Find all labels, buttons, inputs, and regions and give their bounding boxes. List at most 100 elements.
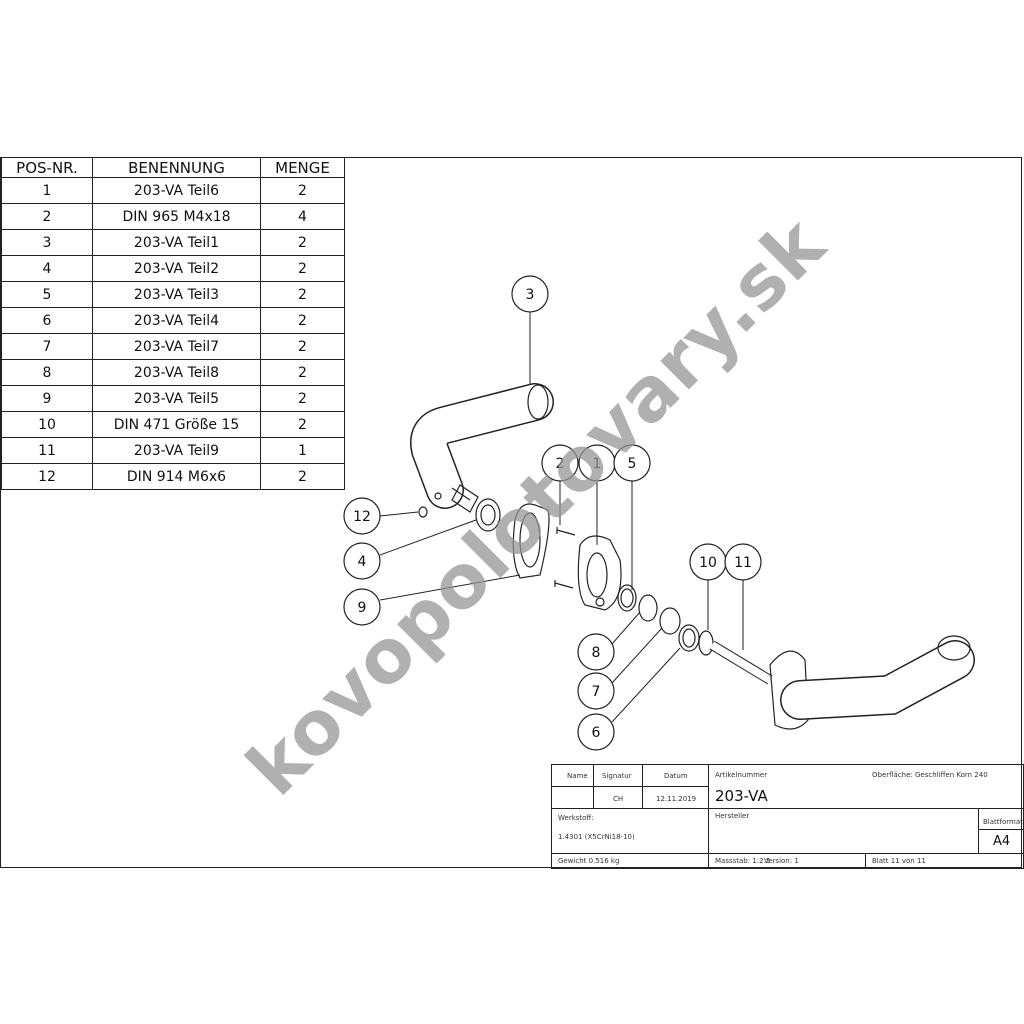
signatur-label: Signatur	[602, 772, 632, 780]
bom-cell-benennung: DIN 914 M6x6	[92, 463, 261, 490]
balloon: 4	[343, 542, 381, 580]
bom-cell-benennung: 203-VA Teil2	[92, 255, 261, 282]
bom-cell-benennung: 203-VA Teil9	[92, 437, 261, 464]
bom-cell-benennung: 203-VA Teil3	[92, 281, 261, 308]
balloon-number: 1	[593, 456, 602, 472]
blattformat-value: A4	[993, 834, 1011, 849]
artikelnummer-value: 203-VA	[715, 787, 768, 805]
part-7-disc	[659, 607, 681, 635]
bom-cell-benennung: 203-VA Teil1	[92, 229, 261, 256]
balloon-circle	[577, 713, 615, 751]
header-benennung: BENENNUNG	[92, 157, 261, 178]
bom-cell-menge: 2	[260, 229, 345, 256]
bom-cell-menge: 2	[260, 359, 345, 386]
part-handle-left	[410, 383, 554, 513]
balloon: 7	[577, 672, 615, 710]
part-11-handle-right	[709, 635, 975, 730]
bom-cell-menge: 2	[260, 177, 345, 204]
bom-cell-pos: 6	[1, 307, 93, 334]
balloon-number: 9	[358, 600, 367, 616]
balloon-number: 4	[358, 554, 367, 570]
werkstoff-label: Werkstoff:	[558, 814, 594, 822]
balloon-circle	[343, 588, 381, 626]
bom-cell-menge: 2	[260, 411, 345, 438]
balloon-number: 11	[734, 555, 752, 571]
bom-cell-pos: 4	[1, 255, 93, 282]
balloon-circle	[343, 497, 381, 535]
balloon: 5	[613, 444, 651, 482]
balloon-number: 12	[353, 509, 371, 525]
part-8-circlip	[638, 594, 658, 622]
balloon: 11	[724, 543, 762, 581]
balloon-circle	[613, 444, 651, 482]
part-2-screws	[554, 527, 576, 589]
signatur-value: CH	[613, 795, 624, 803]
balloon: 10	[689, 543, 727, 581]
bom-cell-menge: 1	[260, 437, 345, 464]
werkstoff-value: 1.4301 (X5CrNi18-10)	[558, 833, 635, 841]
balloon: 3	[511, 275, 549, 313]
balloon-circle	[511, 275, 549, 313]
balloon-number: 8	[592, 645, 601, 661]
balloon-number: 5	[628, 456, 637, 472]
balloon-circle	[577, 633, 615, 671]
leader-lines	[379, 312, 744, 723]
bom-cell-menge: 2	[260, 307, 345, 334]
balloon-number: 6	[592, 725, 601, 741]
balloon: 8	[577, 633, 615, 671]
bom-cell-benennung: DIN 471 Größe 15	[92, 411, 261, 438]
balloon-circle	[541, 444, 579, 482]
balloon: 9	[343, 588, 381, 626]
gewicht: Gewicht 0.516 kg	[558, 857, 620, 865]
name-label: Name	[567, 772, 588, 780]
balloon-circle	[577, 672, 615, 710]
datum-value: 12.11.2019	[656, 795, 697, 803]
balloon: 12	[343, 497, 381, 535]
part-12-setscrew	[418, 506, 428, 518]
bom-cell-menge: 2	[260, 463, 345, 490]
datum-label: Datum	[664, 772, 688, 780]
version: Version: 1	[764, 857, 799, 865]
header-menge: MENGE	[260, 157, 345, 178]
bom-cell-menge: 2	[260, 255, 345, 282]
balloon-number: 10	[699, 555, 717, 571]
balloon-number: 2	[556, 456, 565, 472]
bom-cell-benennung: 203-VA Teil8	[92, 359, 261, 386]
title-block: Name Signatur Datum CH 12.11.2019 Artike…	[551, 764, 1024, 869]
bom-cell-benennung: DIN 965 M4x18	[92, 203, 261, 230]
balloon: 2	[541, 444, 579, 482]
part-1-rosette-base	[577, 535, 622, 611]
bom-cell-benennung: 203-VA Teil6	[92, 177, 261, 204]
part-10-retaining-ring	[698, 630, 714, 656]
massstab: Massstab: 1:2.5	[715, 857, 771, 865]
oberflaeche: Oberfläche: Geschliffen Korn 240	[872, 771, 988, 779]
balloon: 6	[577, 713, 615, 751]
bom-cell-benennung: 203-VA Teil7	[92, 333, 261, 360]
balloon-number: 7	[592, 684, 601, 700]
part-5-ring	[617, 584, 637, 612]
bom-cell-pos: 5	[1, 281, 93, 308]
artikelnummer-label: Artikelnummer	[715, 771, 768, 779]
balloon-number: 3	[526, 287, 535, 303]
bom-cell-pos: 10	[1, 411, 93, 438]
hersteller-label: Hersteller	[715, 812, 750, 820]
balloon-circle	[343, 542, 381, 580]
part-9-rosette-cover	[512, 503, 550, 579]
balloon-circle	[724, 543, 762, 581]
blatt: Blatt 11 von 11	[872, 857, 926, 865]
bom-cell-menge: 4	[260, 203, 345, 230]
bom-cell-pos: 2	[1, 203, 93, 230]
part-4-washer	[475, 498, 501, 532]
drawing-frame	[0, 157, 1022, 868]
bom-cell-pos: 12	[1, 463, 93, 490]
